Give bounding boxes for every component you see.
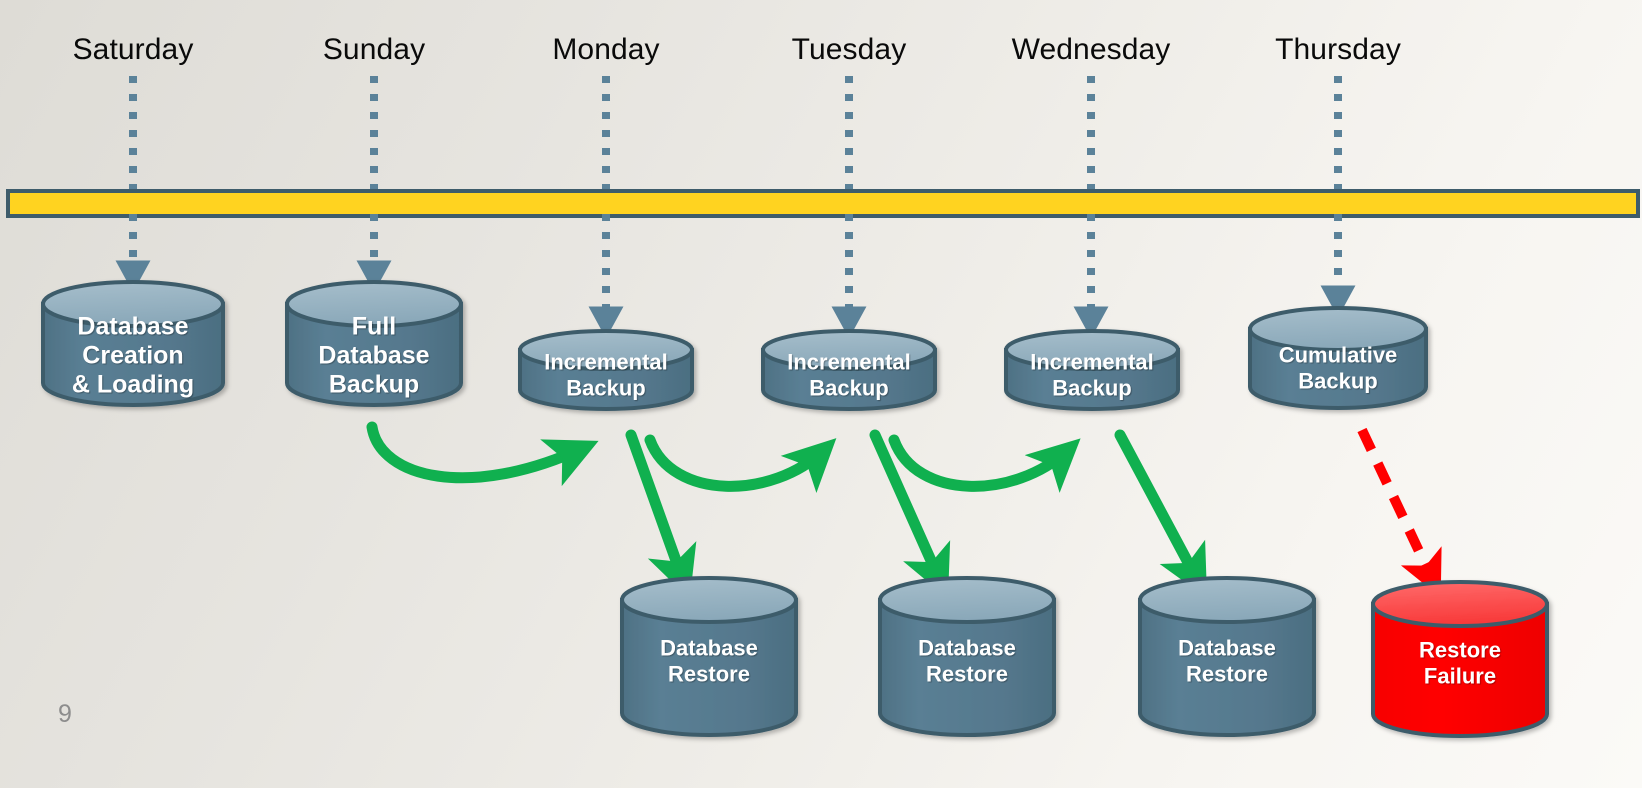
cylinder-database-creation[interactable]: [41, 280, 225, 407]
arrow-monday-to-tuesday: [644, 434, 837, 493]
red-failure-arrow: [1357, 427, 1442, 598]
arrow-tuesday-to-restore-2: [869, 429, 951, 599]
day-label-tuesday: Tuesday: [791, 33, 907, 66]
arrow-wednesday-to-restore-3: [1114, 429, 1208, 599]
timeline-tick-lines-upper: [129, 76, 1342, 194]
timeline-tick-lines-lower: [115, 214, 1356, 339]
day-label-thursday: Thursday: [1275, 33, 1401, 66]
arrow-tuesday-to-wednesday: [888, 434, 1081, 493]
cylinder-database-restore-2[interactable]: [878, 576, 1056, 737]
cylinder-database-restore-3[interactable]: [1138, 576, 1316, 737]
arrow-cumulative-to-failure: [1357, 427, 1442, 598]
green-chain-arrows: [366, 421, 1081, 493]
green-restore-arrows: [625, 429, 1208, 600]
arrow-full-backup-to-monday: [366, 421, 599, 487]
cylinder-restore-failure[interactable]: [1371, 580, 1549, 738]
timeline-bar: [6, 189, 1640, 218]
cylinder-incremental-backup-tuesday[interactable]: [761, 329, 937, 411]
cylinder-database-restore-1[interactable]: [620, 576, 798, 737]
day-label-wednesday: Wednesday: [1011, 33, 1171, 66]
cylinder-incremental-backup-wednesday[interactable]: [1004, 329, 1180, 411]
arrow-monday-to-restore-1: [625, 429, 697, 600]
day-label-monday: Monday: [552, 33, 660, 66]
day-label-saturday: Saturday: [72, 33, 194, 66]
page-number: 9: [58, 700, 72, 728]
cylinder-incremental-backup-monday[interactable]: [518, 329, 694, 411]
cylinder-full-database-backup[interactable]: [285, 280, 463, 407]
cylinder-cumulative-backup[interactable]: [1248, 306, 1428, 410]
day-label-sunday: Sunday: [322, 33, 426, 66]
